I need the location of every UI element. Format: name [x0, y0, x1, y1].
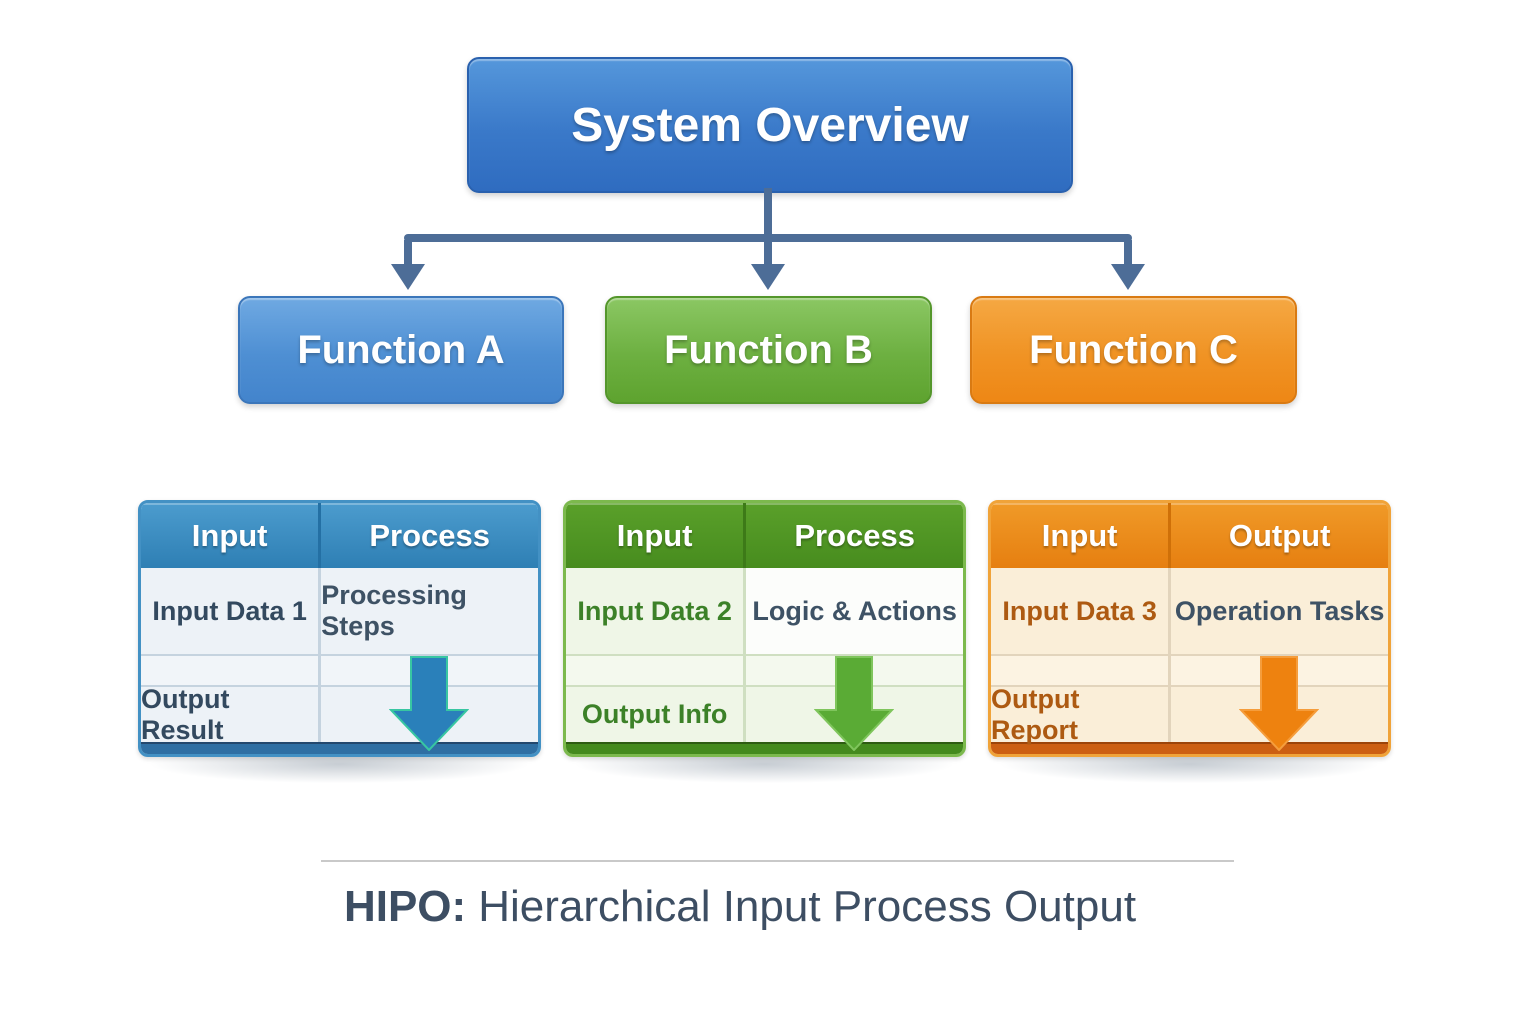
column-header-output: Output — [1228, 517, 1331, 553]
caption: HIPO:Hierarchical Input Process Output — [0, 882, 1480, 932]
table-row: Input Data 1 Processing Steps — [141, 568, 538, 654]
caption-text: Hierarchical Input Process Output — [478, 882, 1137, 931]
input-data-cell: Input Data 3 — [991, 568, 1172, 654]
empty-cell — [141, 654, 322, 685]
node-function-a: Function A — [238, 296, 564, 404]
connector-stem-line — [764, 188, 772, 236]
connector-horizontal-line — [404, 234, 1132, 242]
node-function-b-label: Function B — [664, 327, 873, 372]
node-function-b: Function B — [605, 296, 932, 404]
table-bottom-bar — [566, 742, 963, 754]
column-header-input: Input — [141, 503, 322, 568]
table-frame: Input Process Input Data 1 Processing St… — [138, 500, 541, 757]
table-row: Output Info — [566, 685, 963, 742]
process-cell: Processing Steps — [321, 568, 538, 654]
caption-prefix: HIPO: — [343, 882, 467, 931]
table-header-row: Input Process — [141, 503, 538, 568]
table-row — [566, 654, 963, 685]
connector-drop-line-left — [404, 240, 412, 266]
hipo-table-function-b: Input Process Input Data 2 Logic & Actio… — [563, 500, 966, 784]
hipo-table-function-a: Input Process Input Data 1 Processing St… — [138, 500, 541, 784]
connector-arrowhead-icon — [1111, 264, 1145, 290]
table-bottom-bar — [141, 742, 538, 754]
connector-drop-line-right — [1124, 240, 1132, 266]
output-cell: Output Report — [991, 684, 1172, 745]
output-cell: Output Result — [141, 684, 322, 745]
table-row — [141, 654, 538, 685]
node-system-overview-label: System Overview — [571, 98, 969, 152]
output-cell: Output Info — [566, 685, 747, 742]
column-header-process: Process — [369, 517, 490, 553]
node-system-overview: System Overview — [467, 57, 1073, 193]
node-function-c: Function C — [970, 296, 1297, 404]
table-header-row: Input Process — [566, 503, 963, 568]
process-cell: Logic & Actions — [746, 568, 963, 654]
column-header-input: Input — [566, 503, 747, 568]
table-row: Output Result — [141, 684, 538, 745]
table-row — [991, 654, 1388, 685]
table-row: Input Data 2 Logic & Actions — [566, 568, 963, 654]
node-function-a-label: Function A — [297, 327, 505, 372]
node-function-c-label: Function C — [1029, 327, 1238, 372]
empty-cell — [566, 654, 747, 685]
connector-drop-line-mid — [764, 240, 772, 266]
input-data-cell: Input Data 2 — [566, 568, 747, 654]
table-bottom-bar — [991, 742, 1388, 754]
table-frame: Input Process Input Data 2 Logic & Actio… — [563, 500, 966, 757]
empty-cell — [991, 654, 1172, 685]
table-frame: Input Output Input Data 3 Operation Task… — [988, 500, 1391, 757]
down-arrow-icon — [388, 656, 469, 751]
connector-arrowhead-icon — [751, 264, 785, 290]
table-header-row: Input Output — [991, 503, 1388, 568]
hipo-table-function-c: Input Output Input Data 3 Operation Task… — [988, 500, 1391, 784]
caption-divider — [321, 860, 1234, 862]
down-arrow-icon — [1238, 656, 1319, 751]
column-header-process: Process — [794, 517, 915, 553]
process-cell: Operation Tasks — [1171, 568, 1388, 654]
table-row: Input Data 3 Operation Tasks — [991, 568, 1388, 654]
input-data-cell: Input Data 1 — [141, 568, 322, 654]
connector-arrowhead-icon — [391, 264, 425, 290]
column-header-input: Input — [991, 503, 1172, 568]
table-row: Output Report — [991, 684, 1388, 745]
down-arrow-icon — [813, 656, 894, 751]
